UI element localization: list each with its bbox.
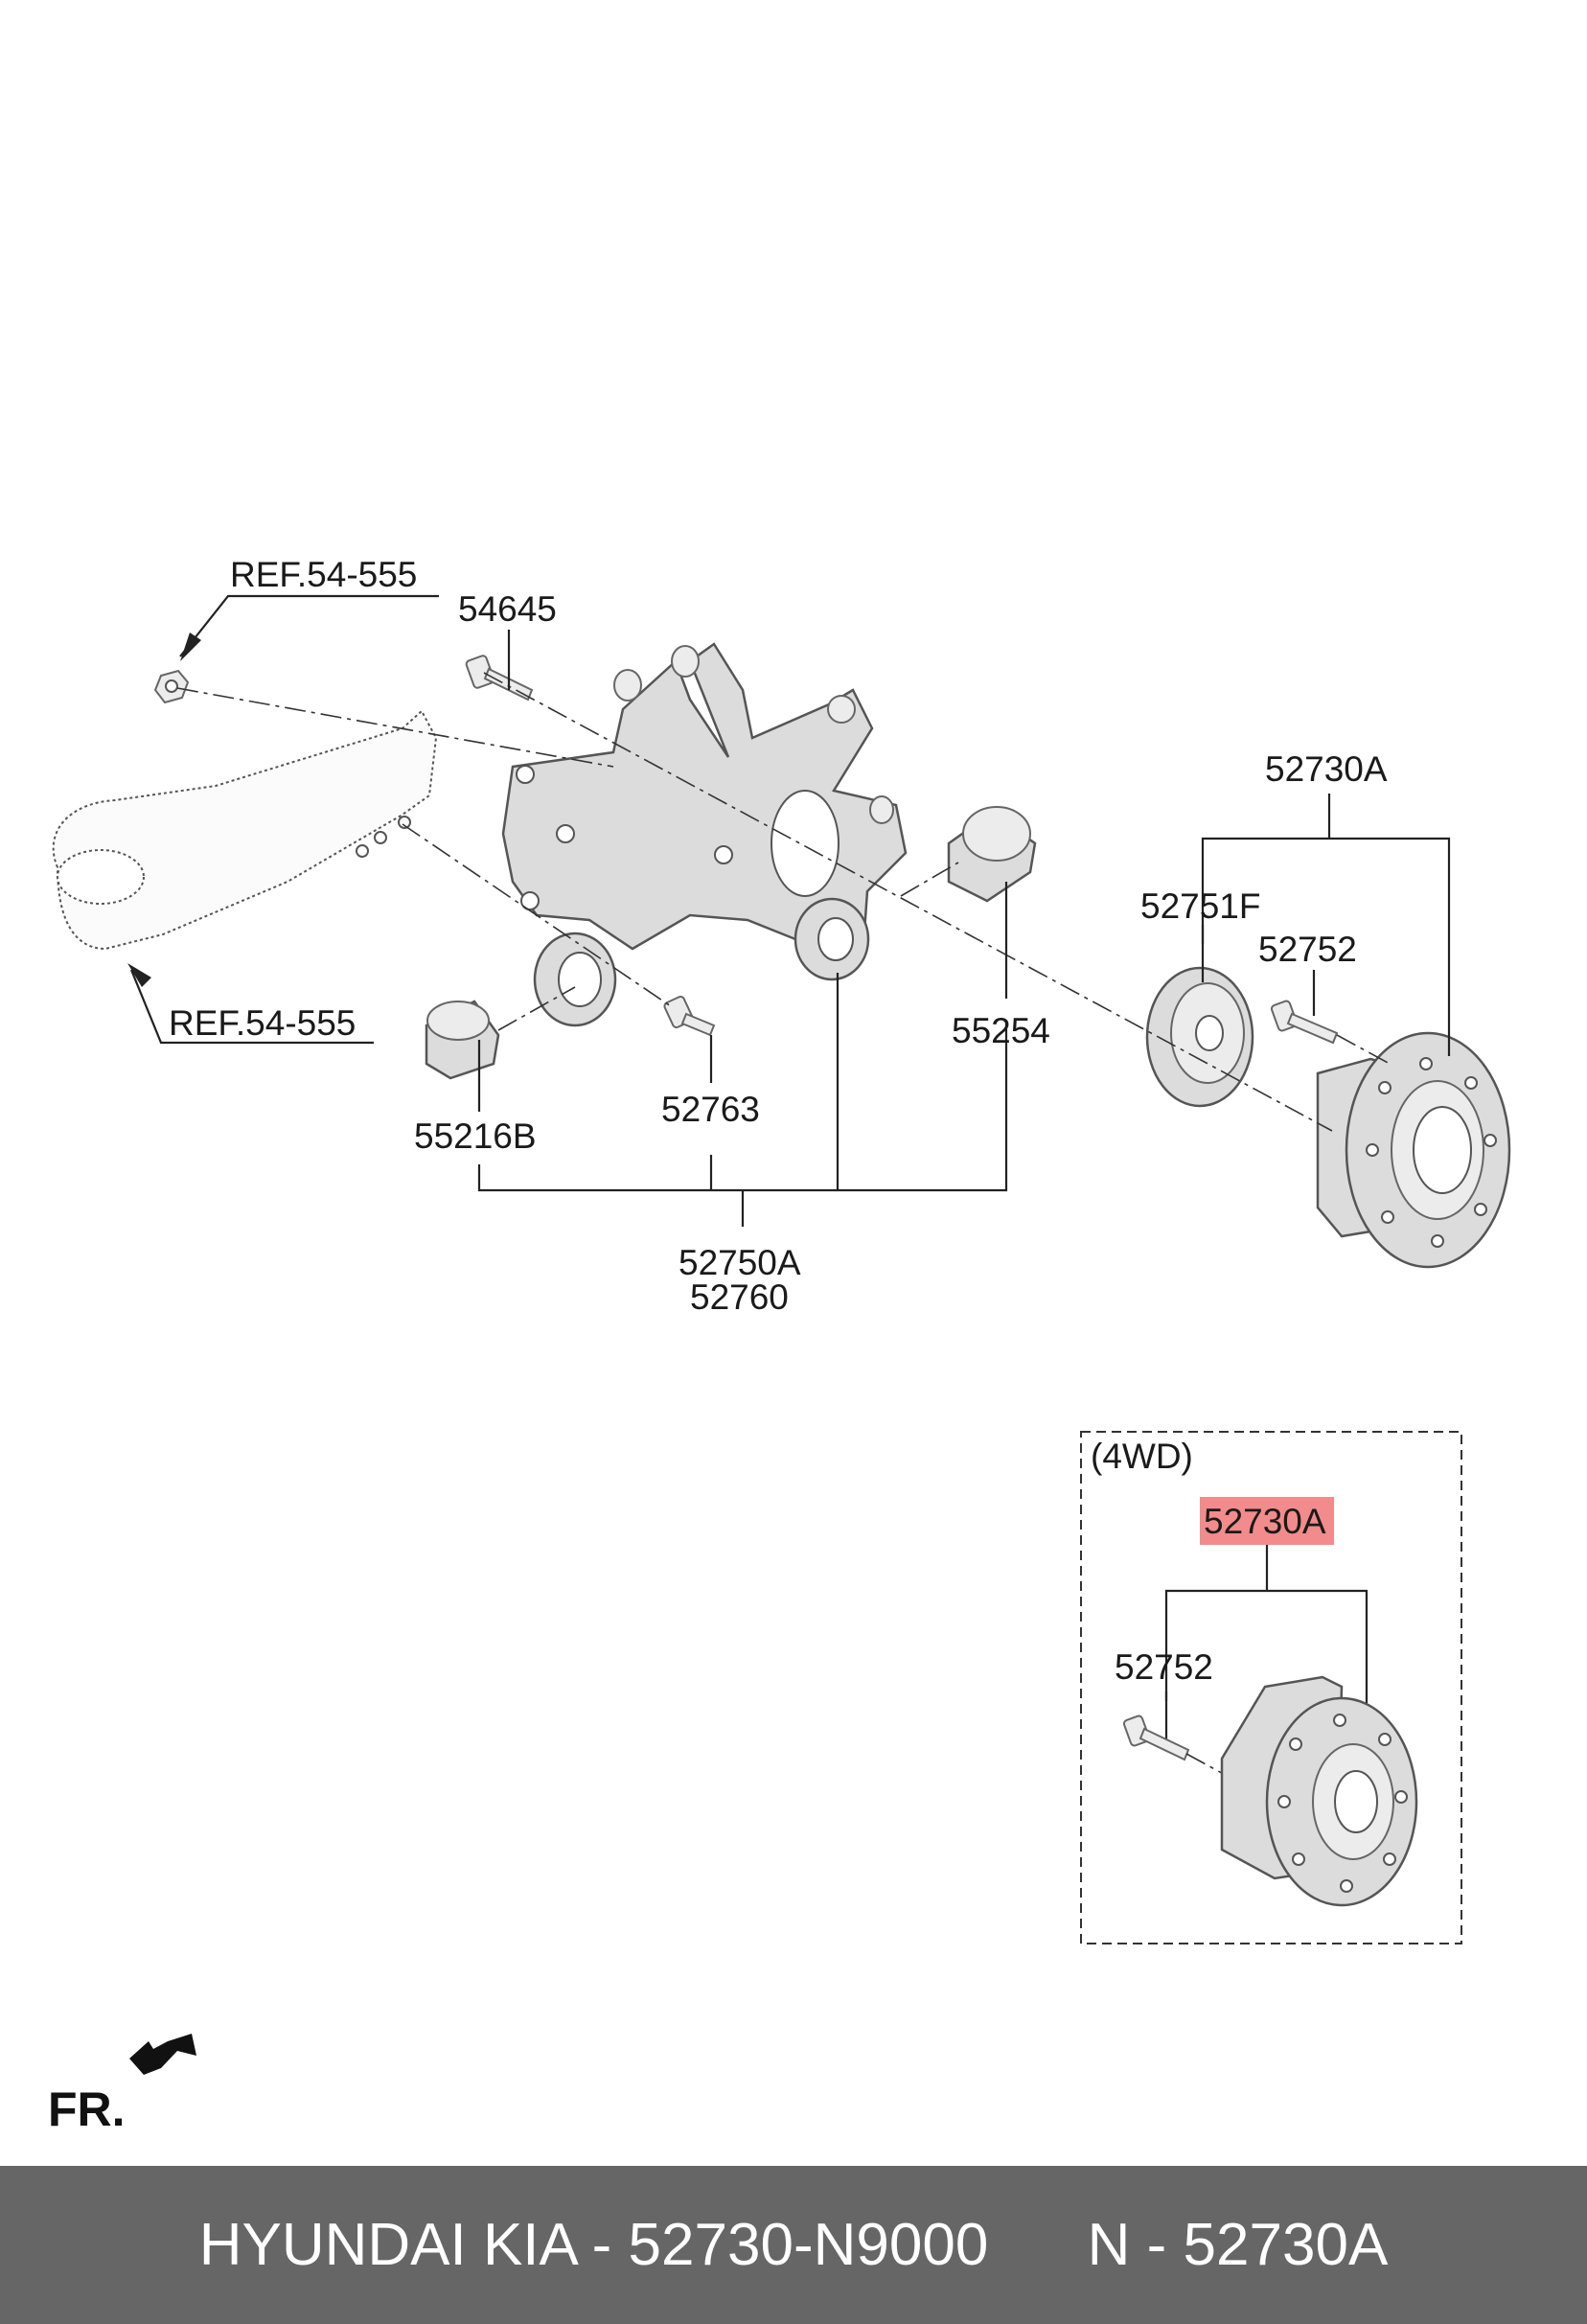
bolt-52763 <box>663 995 716 1037</box>
label-52752-inset: 52752 <box>1115 1647 1213 1687</box>
footer-right: N - 52730A <box>1087 2212 1389 2278</box>
label-52730A-top: 52730A <box>1265 749 1388 789</box>
label-ref-bottom: REF.54-555 <box>169 1003 356 1043</box>
label-52760: 52760 <box>690 1277 789 1317</box>
bolt-52752-top <box>1270 1000 1339 1045</box>
front-arrow-icon <box>129 2034 196 2075</box>
bushing-55254 <box>947 806 1037 903</box>
label-ref-top: REF.54-555 <box>230 555 417 594</box>
bushing-55216B <box>425 1000 500 1080</box>
label-55216B: 55216B <box>414 1116 537 1156</box>
label-55254: 55254 <box>952 1011 1050 1050</box>
knuckle <box>501 642 908 1027</box>
footer-left: HYUNDAI KIA - 52730-N9000 <box>198 2212 989 2278</box>
dust-cover-52751F <box>1145 966 1254 1108</box>
label-front: FR. <box>48 2082 126 2136</box>
parts-diagram: REF.54-555 54645 REF.54-555 52730A 52751… <box>48 555 1511 2136</box>
label-52763: 52763 <box>661 1090 760 1129</box>
wheel-hub-52730A <box>1316 1031 1511 1269</box>
inset-4wd: (4WD) 52730A 52752 <box>1080 1431 1462 1944</box>
footer-bar: HYUNDAI KIA - 52730-N9000 N - 52730A <box>0 2166 1587 2324</box>
nut <box>153 669 190 704</box>
inset-title: (4WD) <box>1091 1437 1193 1476</box>
label-52752-top: 52752 <box>1258 930 1357 969</box>
label-52750A: 52750A <box>678 1243 801 1282</box>
label-54645: 54645 <box>458 589 557 629</box>
trailing-arm <box>52 709 438 951</box>
highlight-52730A <box>1200 1497 1334 1545</box>
label-52751F: 52751F <box>1140 886 1261 926</box>
label-52730A-inset: 52730A <box>1204 1502 1326 1541</box>
